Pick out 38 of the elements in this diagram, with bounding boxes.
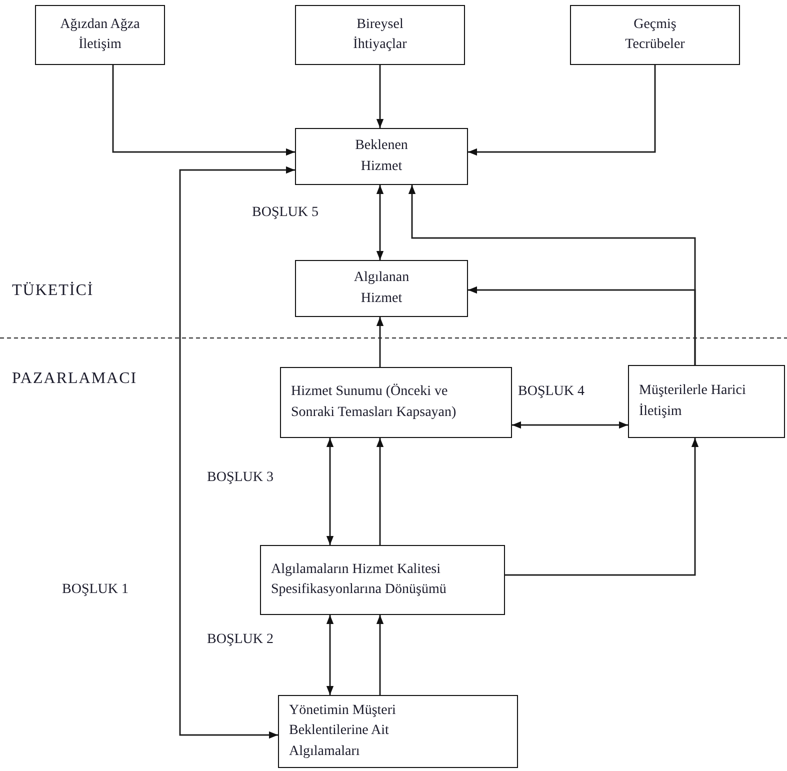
box-text: Algılanan Hizmet xyxy=(352,269,410,308)
edge-label: BOŞLUK 3 xyxy=(205,470,276,486)
section-label: TÜKETİCİ xyxy=(12,282,94,300)
arrow xyxy=(512,421,628,429)
process-box xyxy=(295,5,465,65)
box-text: Yönetimin Müşteri Beklentilerine Ait Algılamaları xyxy=(289,702,397,761)
arrow xyxy=(326,438,334,545)
arrow xyxy=(468,65,656,156)
edge-label: BOŞLUK 4 xyxy=(516,384,587,400)
box-text: Bireysel İhtiyaçlar xyxy=(352,16,408,54)
box-text: Ağızdan Ağza İletişim xyxy=(59,16,141,54)
process-box xyxy=(278,695,518,768)
arrow xyxy=(376,317,384,367)
arrow xyxy=(376,615,384,695)
box-text: Beklenen Hizmet xyxy=(354,137,409,176)
arrow xyxy=(376,185,384,260)
box-text: Hizmet Sunumu (Önceki ve Sonraki Temasları Kapsayan) xyxy=(291,382,458,422)
section-label: PAZARLAMACI xyxy=(12,370,138,388)
process-box xyxy=(295,128,468,185)
edge-label: BOŞLUK 2 xyxy=(205,632,276,648)
process-box xyxy=(295,260,468,317)
arrow xyxy=(326,615,334,695)
arrow xyxy=(376,438,384,545)
arrow xyxy=(505,438,699,576)
process-box xyxy=(570,5,740,65)
edge-label: BOŞLUK 1 xyxy=(60,582,131,598)
box-text: Geçmiş Tecrübeler xyxy=(624,16,686,54)
arrow xyxy=(376,65,384,128)
box-text: Algılamaların Hizmet Kalitesi Spesifikasyonlarına Dönüşümü xyxy=(271,560,448,599)
edge-label: BOŞLUK 5 xyxy=(250,205,321,221)
arrow xyxy=(468,286,696,365)
arrow xyxy=(112,65,295,156)
process-box xyxy=(260,545,505,615)
arrow xyxy=(179,166,295,739)
box-text: Müşterilerle Harici İletişim xyxy=(639,382,747,420)
process-box xyxy=(628,365,785,438)
process-box xyxy=(35,5,165,65)
process-box xyxy=(280,367,512,438)
